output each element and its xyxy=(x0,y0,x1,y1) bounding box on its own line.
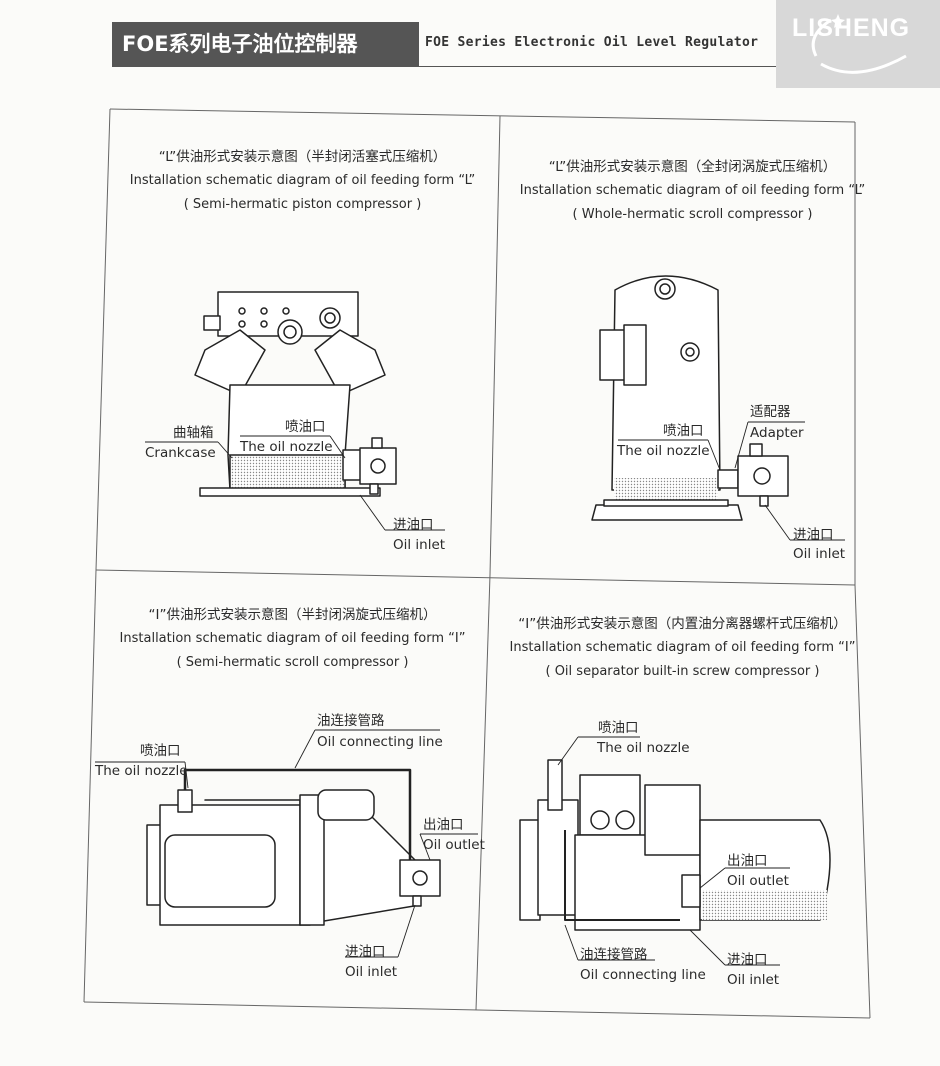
panel-4-caption-cn: “I”供油形式安装示意图（内置油分离器螺杆式压缩机） xyxy=(518,616,847,632)
p3-line-label-en: Oil connecting line xyxy=(317,734,443,750)
panel-3-caption-sub: ( Semi-hermatic scroll compressor ) xyxy=(176,655,409,670)
screw-compressor-drawing xyxy=(519,759,831,931)
panel-3-caption: “I”供油形式安装示意图（半封闭涡旋式压缩机） Installation sch… xyxy=(100,603,485,675)
adapter-label-cn: 适配器 xyxy=(750,404,791,420)
adapter-label-en: Adapter xyxy=(750,425,804,441)
panel-2-caption-sub: ( Whole-hermatic scroll compressor ) xyxy=(572,207,813,222)
panel-4-caption: “I”供油形式安装示意图（内置油分离器螺杆式压缩机） Installation … xyxy=(490,612,875,684)
leader-lines xyxy=(95,421,845,966)
panel-1-caption-cn: “L”供油形式安装示意图（半封闭活塞式压缩机） xyxy=(158,149,447,165)
p1-inlet-label-en: Oil inlet xyxy=(393,537,446,553)
p2-inlet-label-cn: 进油口 xyxy=(793,527,834,543)
p4-line-label-en: Oil connecting line xyxy=(580,967,706,983)
p3-nozzle-label-en: The oil nozzle xyxy=(95,763,188,779)
p1-nozzle-label-cn: 喷油口 xyxy=(285,419,326,435)
p2-nozzle-label-en: The oil nozzle xyxy=(617,443,710,459)
page-header: FOE系列电子油位控制器 FOE Series Electronic Oil L… xyxy=(112,22,767,66)
panel-1-caption: “L”供油形式安装示意图（半封闭活塞式压缩机） Installation sch… xyxy=(110,145,495,217)
p3-outlet-label-en: Oil outlet xyxy=(423,837,485,853)
p4-outlet-label-en: Oil outlet xyxy=(727,873,789,889)
logo-text: LISHENG xyxy=(792,14,911,42)
p1-inlet-label-cn: 进油口 xyxy=(393,517,434,533)
panel-3-caption-cn: “I”供油形式安装示意图（半封闭涡旋式压缩机） xyxy=(148,607,437,623)
p3-inlet-label-cn: 进油口 xyxy=(345,944,386,960)
crankcase-label-cn: 曲轴箱 xyxy=(173,425,214,441)
p1-nozzle-label-en: The oil nozzle xyxy=(240,439,333,455)
header-title-cn: FOE系列电子油位控制器 xyxy=(112,22,419,66)
p2-inlet-label-en: Oil inlet xyxy=(793,546,846,562)
panel-1-caption-sub: ( Semi-hermatic piston compressor ) xyxy=(183,197,422,212)
panel-4-caption-sub: ( Oil separator built-in screw compresso… xyxy=(545,664,820,679)
crankcase-label-en: Crankcase xyxy=(145,445,216,461)
logo-swoosh-icon xyxy=(811,14,907,74)
p3-line-label-cn: 油连接管路 xyxy=(317,713,385,729)
panel-2-caption-cn: “L”供油形式安装示意图（全封闭涡旋式压缩机） xyxy=(548,159,837,175)
p3-nozzle-label-cn: 喷油口 xyxy=(140,743,181,759)
p3-outlet-label-cn: 出油口 xyxy=(423,817,464,833)
panel-4-caption-en: Installation schematic diagram of oil fe… xyxy=(509,640,856,655)
p4-nozzle-label-cn: 喷油口 xyxy=(598,720,639,736)
scroll-compressor-drawing xyxy=(591,275,789,521)
p2-nozzle-label-cn: 喷油口 xyxy=(663,423,704,439)
panel-2-caption: “L”供油形式安装示意图（全封闭涡旋式压缩机） Installation sch… xyxy=(505,155,880,227)
p4-inlet-label-en: Oil inlet xyxy=(727,972,780,988)
p3-inlet-label-en: Oil inlet xyxy=(345,964,398,980)
header-title-en: FOE Series Electronic Oil Level Regulato… xyxy=(425,35,759,50)
p4-outlet-label-cn: 出油口 xyxy=(727,853,768,869)
panel-3-caption-en: Installation schematic diagram of oil fe… xyxy=(119,631,466,646)
p4-nozzle-label-en: The oil nozzle xyxy=(597,740,690,756)
header-rule xyxy=(112,66,777,67)
semi-scroll-compressor-drawing xyxy=(146,768,441,926)
piston-compressor-drawing xyxy=(194,291,397,497)
p4-inlet-label-cn: 进油口 xyxy=(727,952,768,968)
panel-2-caption-en: Installation schematic diagram of oil fe… xyxy=(519,183,866,198)
panel-1-caption-en: Installation schematic diagram of oil fe… xyxy=(129,173,476,188)
logo: LISHENG xyxy=(776,0,940,88)
p4-line-label-cn: 油连接管路 xyxy=(580,947,648,963)
